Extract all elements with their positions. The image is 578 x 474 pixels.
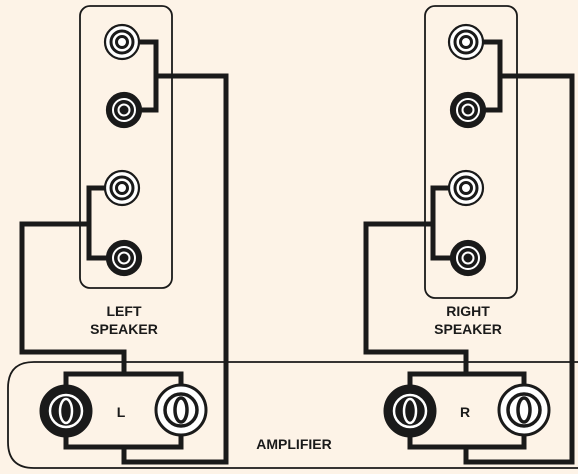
amplifier-label: AMPLIFIER [256, 436, 331, 452]
binding-post-negative-icon [105, 239, 143, 277]
right-speaker-label-line1: RIGHT [446, 303, 490, 319]
right-speaker-label-line2: SPEAKER [434, 321, 502, 337]
binding-post-negative-icon [449, 91, 487, 129]
amp-left-channel-label: L [117, 404, 126, 420]
right-wire-to-amp-negative [363, 221, 469, 377]
binding-post-negative-icon [105, 91, 143, 129]
left-wire-to-amp-negative [19, 221, 127, 377]
left-speaker-label-line1: LEFT [107, 303, 142, 319]
amp-binding-post-negative-icon [39, 384, 93, 438]
binding-post-positive-icon [447, 169, 485, 207]
amp-binding-post-positive-icon [154, 383, 208, 437]
amp-right-channel-label: R [460, 404, 470, 420]
binding-post-positive-icon [103, 23, 141, 61]
left-speaker-label-line2: SPEAKER [90, 321, 158, 337]
right-wire-to-amp-positive [463, 73, 575, 465]
amp-binding-post-positive-icon [497, 383, 551, 437]
binding-post-positive-icon [103, 169, 141, 207]
right-speaker-panel [424, 5, 518, 299]
amp-binding-post-negative-icon [383, 384, 437, 438]
amplifier-panel [7, 361, 578, 469]
left-wire-to-amp-positive [121, 73, 229, 465]
left-speaker-panel [79, 5, 173, 289]
binding-post-positive-icon [447, 23, 485, 61]
binding-post-negative-icon [449, 239, 487, 277]
